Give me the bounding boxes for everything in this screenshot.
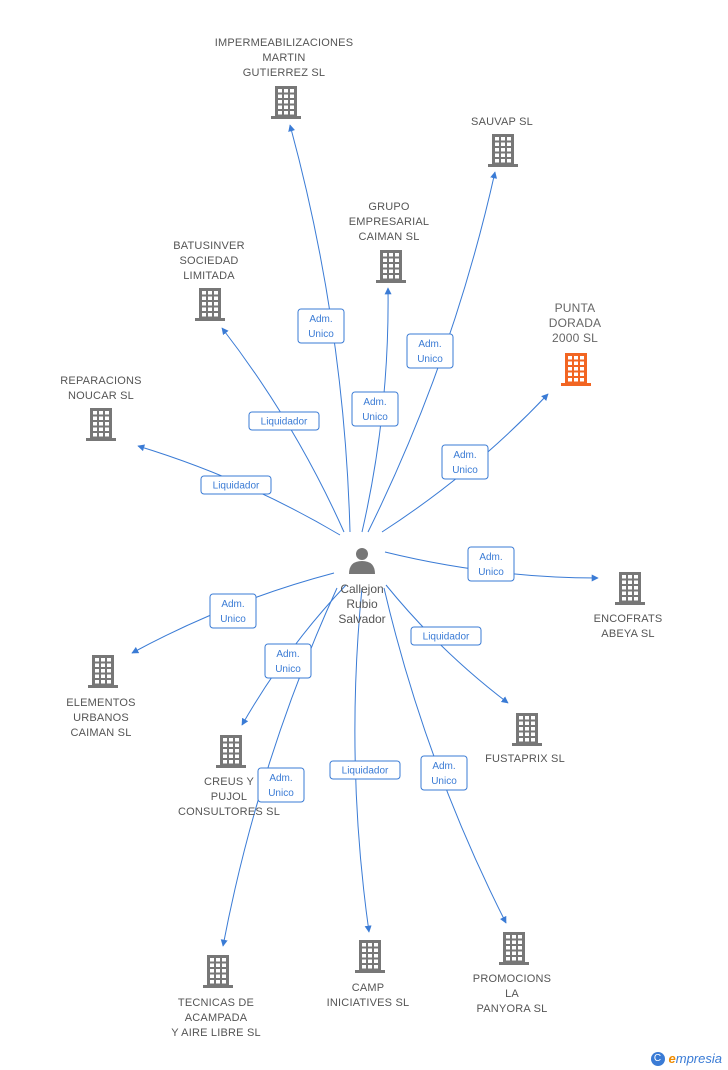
edge-label-text: Adm. [418,339,441,350]
edge-label-text: Adm. [432,761,455,772]
edge-label-text: Liquidador [261,417,308,428]
edge-label-text: Adm. [453,450,476,461]
edge-label-camp[interactable]: Liquidador [329,760,401,780]
company-name-batusinver[interactable]: BATUSINVER SOCIEDAD LIMITADA [173,240,245,282]
edge-label-punta-dorada[interactable]: Adm. Unico [441,444,489,480]
company-name-sauvap[interactable]: SAUVAP SL [471,116,533,128]
brand-initial: e [668,1051,676,1066]
company-name-reparacions[interactable]: REPARACIONS NOUCAR SL [60,375,142,402]
punta-dorada-building-icon[interactable] [561,353,591,386]
edge-fustaprix [385,584,509,704]
edge-label-impermeabilizaciones[interactable]: Adm. Unico [297,308,345,344]
edge-label-text: Liquidador [213,481,260,492]
edge-label-text: Unico [268,788,294,799]
edge-label-encofrats[interactable]: Adm. Unico [467,546,515,582]
company-name-grupo-empresarial[interactable]: GRUPO EMPRESARIAL CAIMAN SL [348,201,430,243]
fustaprix-building-icon[interactable] [512,713,542,746]
edge-tecnicas [220,587,338,947]
company-name-elementos[interactable]: ELEMENTOS URBANOS CAIMAN SL [66,697,136,739]
company-name-tecnicas[interactable]: TECNICAS DE ACAMPADA Y AIRE LIBRE SL [171,997,261,1039]
company-name-encofrats[interactable]: ENCOFRATS ABEYA SL [593,613,663,640]
company-name-camp[interactable]: CAMP INICIATIVES SL [326,982,410,1009]
edge-label-text: Unico [417,354,443,365]
edge-label-text: Adm. [479,552,502,563]
edge-label-creus[interactable]: Adm. Unico [264,643,312,679]
edge-label-text: Adm. [309,314,332,325]
brand-name: mpresia [675,1051,722,1066]
edge-label-fustaprix[interactable]: Liquidador [410,626,482,646]
edge-label-tecnicas[interactable]: Adm. Unico [257,767,305,803]
edge-label-text: Adm. [221,599,244,610]
copyright-icon: C [650,1051,665,1066]
edge-label-batusinver[interactable]: Liquidador [248,411,320,431]
impermeabilizaciones-building-icon[interactable] [271,86,301,119]
promocions-building-icon[interactable] [499,932,529,965]
encofrats-building-icon[interactable] [615,572,645,605]
edge-label-text: Adm. [276,649,299,660]
edge-label-grupo-empresarial[interactable]: Adm. Unico [351,391,399,427]
edge-label-reparacions[interactable]: Liquidador [200,475,272,495]
tecnicas-building-icon[interactable] [203,955,233,988]
edge-label-text: Adm. [363,397,386,408]
edge-label-text: Unico [452,465,478,476]
edge-label-elementos[interactable]: Adm. Unico [209,593,257,629]
edge-label-text: Liquidador [342,766,389,777]
edge-label-text: Unico [362,412,388,423]
creus-building-icon[interactable] [216,735,246,768]
company-name-promocions[interactable]: PROMOCIONS LA PANYORA SL [472,973,552,1015]
person-icon[interactable] [349,548,375,574]
person-name[interactable]: Callejon Rubio Salvador [338,582,386,626]
edge-camp [354,587,372,933]
edge-label-text: Adm. [269,773,292,784]
company-name-fustaprix[interactable]: FUSTAPRIX SL [485,753,565,765]
edge-label-promocions[interactable]: Adm. Unico [420,755,468,791]
edge-label-sauvap[interactable]: Adm. Unico [406,333,454,369]
camp-building-icon[interactable] [355,940,385,973]
company-name-punta-dorada[interactable]: PUNTA DORADA 2000 SL [548,301,602,345]
edge-label-text: Unico [431,776,457,787]
edge-label-text: Unico [478,567,504,578]
edge-label-text: Unico [308,329,334,340]
elementos-building-icon[interactable] [88,655,118,688]
batusinver-building-icon[interactable] [195,288,225,321]
company-name-impermeabilizaciones[interactable]: IMPERMEABILIZACIONES MARTIN GUTIERREZ SL [214,37,354,79]
grupo-empresarial-building-icon[interactable] [376,250,406,283]
edge-label-text: Unico [220,614,246,625]
edge-label-text: Liquidador [423,632,470,643]
sauvap-building-icon[interactable] [488,134,518,167]
edge-label-text: Unico [275,664,301,675]
reparacions-building-icon[interactable] [86,408,116,441]
company-name-creus[interactable]: CREUS Y PUJOL CONSULTORES SL [177,776,281,818]
